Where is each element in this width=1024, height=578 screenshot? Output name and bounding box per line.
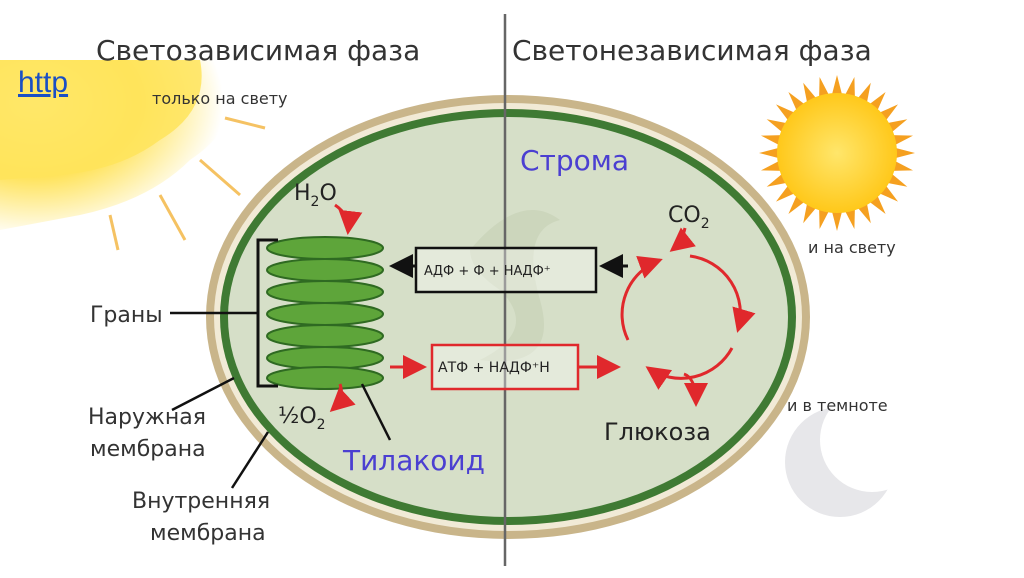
grana-stack (266, 236, 384, 390)
adp-box (414, 246, 598, 294)
inner-membrane-leader (230, 431, 270, 489)
chloroplast (206, 95, 810, 539)
atp-box-text: АТФ + НАДФ⁺Н (438, 360, 550, 376)
only-light-label: только на свету (152, 89, 288, 108)
oxygen-formula: ½O2 (278, 404, 326, 433)
granum-disc (266, 324, 384, 348)
sun-ray (761, 135, 782, 146)
sun-ray (892, 135, 913, 146)
sun-ray (759, 147, 780, 159)
sun-ray (844, 77, 855, 98)
truncated-link[interactable]: http (18, 66, 69, 99)
granum-disc (266, 302, 384, 326)
glucose-arrow (683, 372, 708, 407)
light-phase-title: Светозависимая фаза (96, 34, 420, 67)
inner-membrane-label-2: мембрана (150, 521, 266, 546)
granum-disc (266, 280, 384, 304)
thylakoid-leader-line (360, 383, 392, 441)
outer-membrane-leader (171, 376, 235, 412)
outer-membrane-label-2: мембрана (90, 437, 206, 462)
granum-disc (266, 366, 384, 390)
dark-phase-title: Светонезависимая фаза (512, 34, 872, 67)
co2-formula: CO2 (668, 203, 710, 232)
granum-disc (266, 346, 384, 370)
co2-arrow (669, 227, 696, 252)
water-arrow (334, 203, 363, 235)
granum-disc (266, 236, 384, 260)
calvin-cycle (620, 254, 756, 390)
thylakoid-label: Тилакоид (342, 444, 485, 477)
sun-ray (894, 147, 915, 159)
inner-membrane-label-1: Внутренняя (132, 489, 270, 514)
sun-ray (819, 208, 830, 229)
in-dark-label: и в темноте (787, 396, 888, 415)
water-formula: H2O (294, 181, 337, 210)
also-light-label: и на свету (808, 238, 896, 257)
grana-label: Граны (90, 303, 163, 328)
glucose-label: Глюкоза (604, 418, 711, 446)
granum-disc (266, 258, 384, 282)
oxygen-arrow (329, 383, 356, 413)
sun-left-icon (0, 60, 266, 251)
sun-ray (831, 210, 843, 231)
sun-ray (761, 160, 782, 171)
moon-icon (785, 388, 924, 517)
sun-ray (831, 75, 843, 96)
sun-ray (844, 208, 855, 229)
sun-right-icon (759, 75, 915, 231)
sun-ray (819, 77, 830, 98)
adp-box-text: АДФ + Ф + НАДФ⁺ (424, 264, 551, 279)
stroma-label: Строма (520, 144, 629, 177)
outer-membrane-label-1: Наружная (88, 405, 206, 430)
sun-ray (892, 160, 913, 171)
